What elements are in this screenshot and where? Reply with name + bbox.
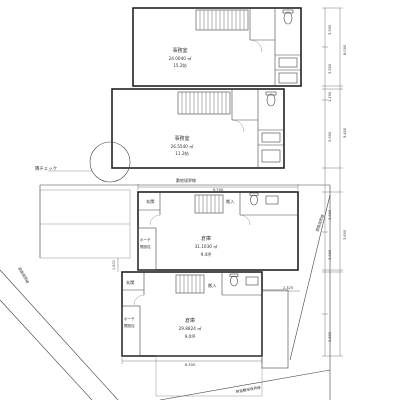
upper-room-area-m2: 24.0040 ㎡ bbox=[169, 55, 193, 61]
upper-room-name: 事務室 bbox=[172, 47, 187, 54]
middle-room-area-jo: 11.2帖 bbox=[175, 150, 189, 157]
warehouse-2: 玄関 搬入 倉庫 29.8824 ㎡ 9.0坪 ポーチ 開放柱 bbox=[121, 271, 289, 369]
middle-kitchen-icon bbox=[261, 149, 281, 163]
neighbor-check-label: 隣チェック bbox=[35, 165, 57, 172]
warehouse-2-porch-label: ポーチ bbox=[124, 316, 135, 321]
dim-middle-v2: 3.900 bbox=[328, 131, 332, 142]
dim-left-small: 1.500 bbox=[112, 260, 116, 270]
warehouse-2-entry-label: 搬入 bbox=[208, 282, 217, 289]
middle-toilet-icon bbox=[265, 91, 277, 107]
site-plan: 敷地境界線 道路境界線 道路境界線 幹道敷地境界線 玄関 bbox=[0, 177, 331, 400]
warehouse-1-outline bbox=[137, 191, 299, 271]
middle-door-swing bbox=[231, 119, 245, 133]
dim-upper-v2: 3.900 bbox=[328, 63, 332, 74]
road-line-bottom bbox=[159, 369, 331, 400]
dim-upper-v1: 3.900 bbox=[328, 24, 332, 35]
middle-room-area-m2: 26.5540 ㎡ bbox=[171, 143, 195, 149]
warehouse-1-porch-label: ポーチ bbox=[140, 237, 151, 242]
dim-middle-v1: 1.200 bbox=[328, 91, 332, 102]
site-boundary-line bbox=[40, 184, 331, 400]
warehouse-2-area-jo: 9.0坪 bbox=[185, 333, 196, 340]
dim-top-width: 9.700 bbox=[213, 187, 224, 192]
upper-floor-outline bbox=[132, 7, 302, 87]
bottom-road-label: 幹道敷地境界線 bbox=[235, 385, 261, 394]
warehouse-1-porch-sub: 開放柱 bbox=[140, 244, 151, 249]
warehouse-2-toilet-icon bbox=[229, 273, 239, 287]
dimension-lines: 9.700 8.300 2.325 1.500 3.900 3.900 8.00… bbox=[112, 7, 347, 367]
warehouse-2-porch bbox=[121, 305, 141, 357]
upper-door-swing bbox=[249, 39, 263, 53]
warehouse-1-toilet-icon bbox=[249, 192, 259, 206]
road-line-right bbox=[289, 194, 331, 361]
warehouse-1-entrance-label: 玄関 bbox=[146, 198, 154, 205]
upper-stairs bbox=[195, 9, 249, 31]
warehouse-2-entrance-label: 玄関 bbox=[126, 279, 134, 286]
warehouse-1-porch bbox=[137, 227, 157, 271]
dim-lower-v3: 3.600 bbox=[328, 331, 332, 342]
dim-middle-total: 5.400 bbox=[343, 127, 347, 138]
neighbor-check-marker: 隣チェック bbox=[35, 141, 131, 183]
warehouse-1-entry-label: 搬入 bbox=[226, 198, 235, 205]
road-line-right-label: 道路境界線 bbox=[314, 213, 325, 232]
dim-upper-total: 8.000 bbox=[343, 44, 347, 55]
upper-toilet-icon bbox=[282, 9, 294, 25]
dim-right-small: 2.325 bbox=[283, 286, 293, 290]
upper-kitchen-icon bbox=[278, 72, 298, 84]
warehouse-1-door-swing bbox=[149, 214, 161, 226]
warehouse-2-porch-sub: 開放柱 bbox=[124, 323, 135, 328]
dim-lower-total: 3.600 bbox=[343, 229, 347, 240]
warehouse-1-stairs bbox=[194, 194, 224, 214]
dim-bottom-width: 8.300 bbox=[185, 362, 196, 367]
middle-room-name: 事務室 bbox=[174, 135, 189, 142]
warehouse-2-sink-icon bbox=[245, 276, 259, 286]
middle-floor-plan: 事務室 26.5540 ㎡ 11.2帖 bbox=[111, 88, 285, 169]
dim-lower-v1: 3.900 bbox=[328, 209, 332, 220]
warehouse-1-room-name: 倉庫 bbox=[201, 235, 211, 242]
boundary-line-label: 敷地境界線 bbox=[176, 177, 196, 183]
bottom-slab bbox=[155, 355, 263, 397]
upper-room-area-jo: 15.2帖 bbox=[173, 62, 187, 69]
road-boundary-label: 道路境界線 bbox=[17, 266, 31, 284]
dim-lower-v2: 3.900 bbox=[328, 249, 332, 260]
middle-floor-outline bbox=[111, 88, 285, 169]
warehouse-1-area-m2: 31.1030 ㎡ bbox=[195, 243, 219, 249]
warehouse-2-annex bbox=[261, 289, 289, 369]
warehouse-2-area-m2: 29.8824 ㎡ bbox=[179, 325, 203, 331]
warehouse-1-sink-icon bbox=[265, 195, 279, 205]
middle-sink-icon bbox=[261, 132, 281, 143]
road-line-left-2 bbox=[0, 299, 93, 400]
warehouse-2-door-swing bbox=[133, 294, 145, 306]
road-line-left-1 bbox=[0, 269, 119, 400]
upper-floor-plan: 事務室 24.0040 ㎡ 15.2帖 bbox=[132, 7, 302, 87]
warehouse-2-stairs bbox=[175, 274, 205, 294]
middle-stairs bbox=[177, 91, 231, 115]
warehouse-1-area-jo: 9.4坪 bbox=[201, 251, 212, 258]
upper-sink-icon bbox=[278, 57, 298, 68]
warehouse-2-room-name: 倉庫 bbox=[185, 317, 195, 324]
warehouse-1: 玄関 搬入 倉庫 31.1030 ㎡ 9.4坪 ポーチ 開放柱 bbox=[137, 191, 299, 271]
